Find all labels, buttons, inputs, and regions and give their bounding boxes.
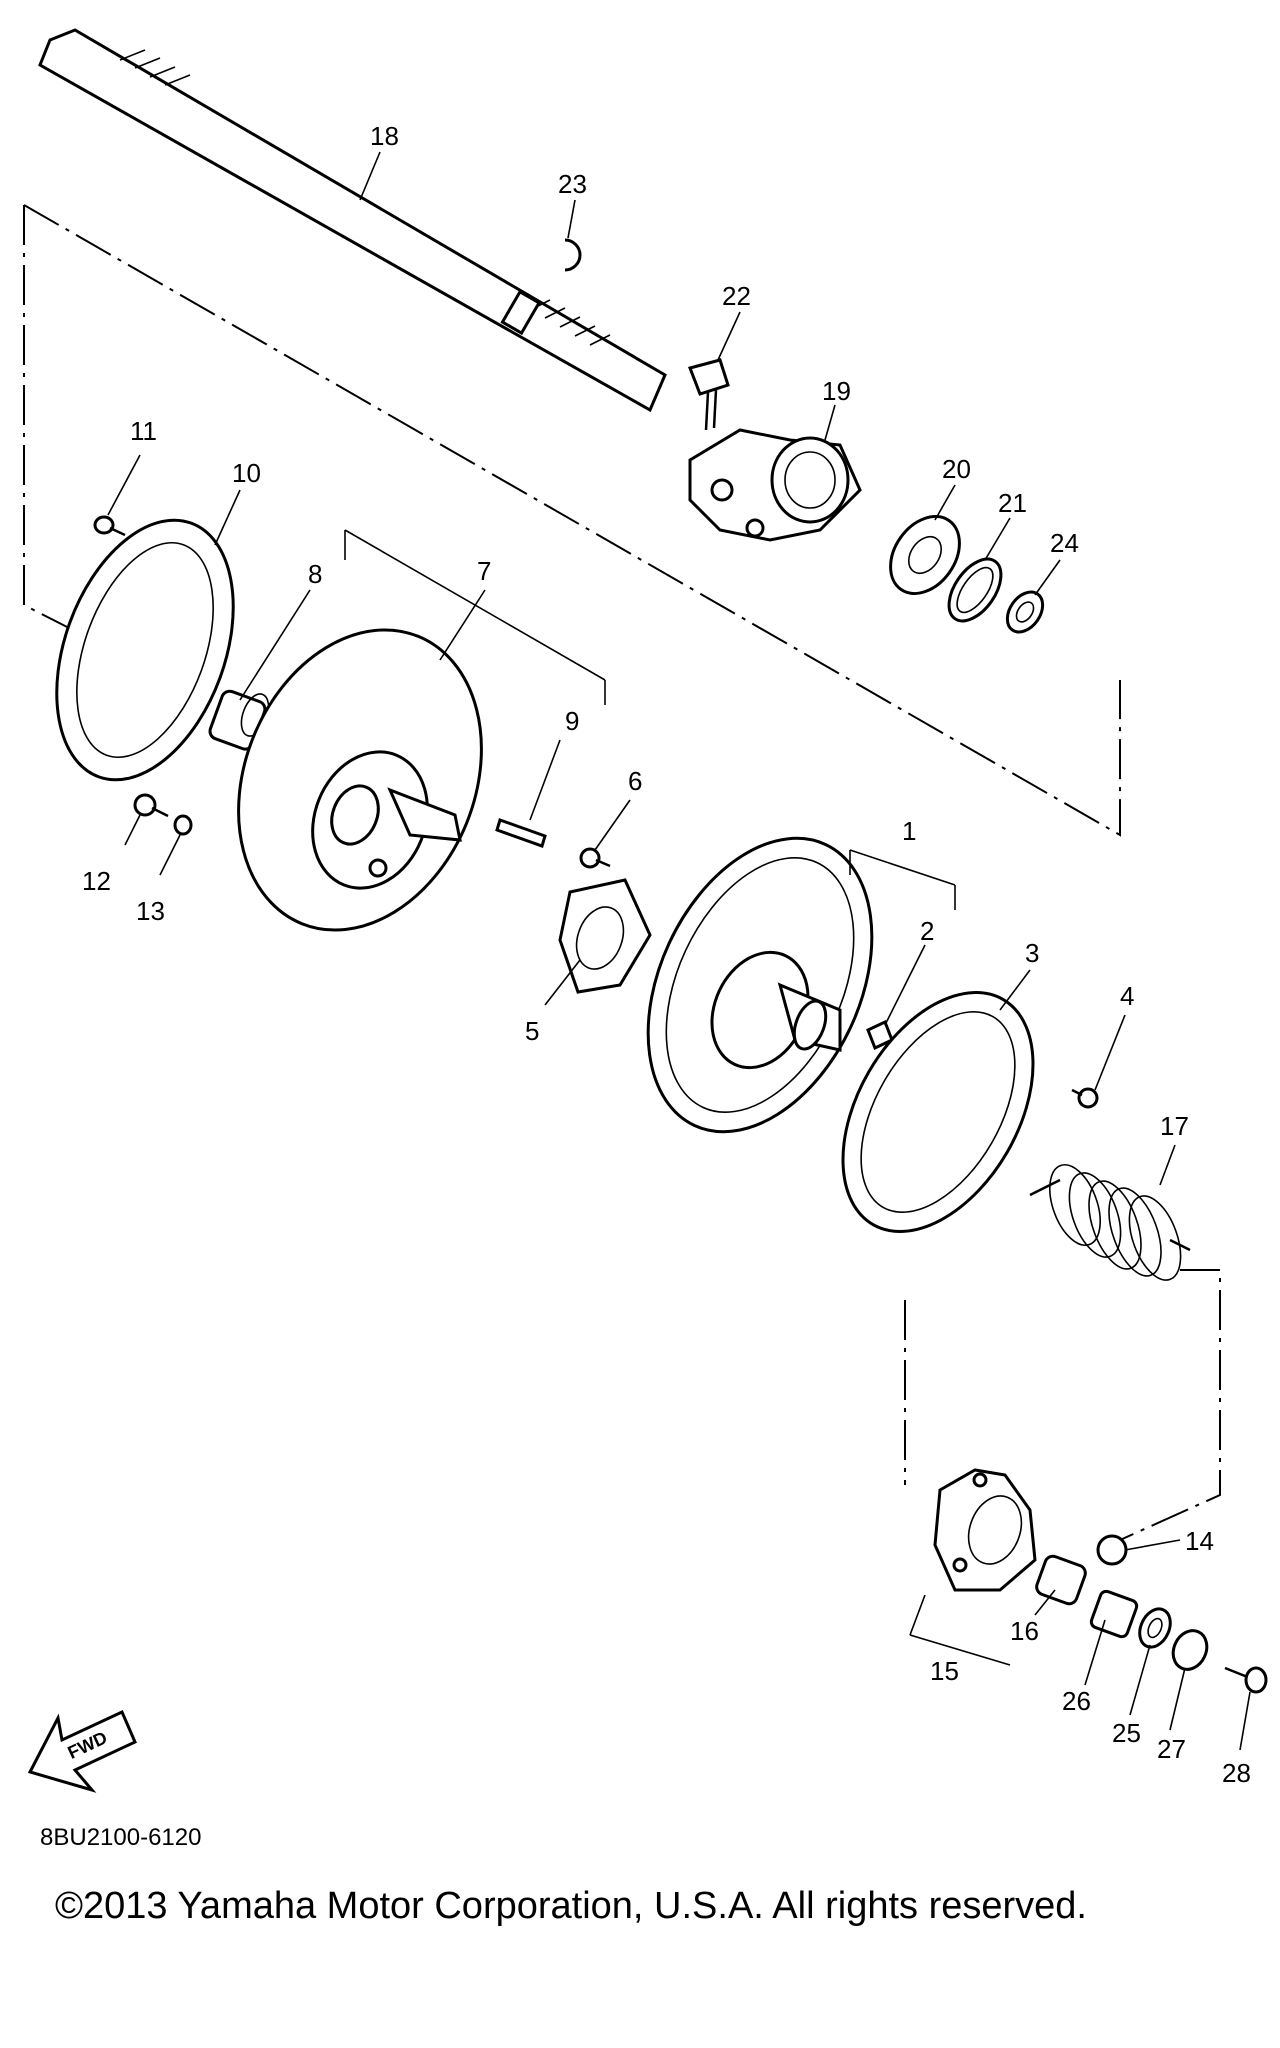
part-14-nut[interactable] bbox=[1096, 1534, 1128, 1566]
copyright-notice: ©2013 Yamaha Motor Corporation, U.S.A. A… bbox=[55, 1885, 1087, 1927]
callout-15: 15 bbox=[930, 1656, 959, 1686]
part-17-spring[interactable] bbox=[1029, 1158, 1191, 1287]
part-26-collar[interactable] bbox=[1089, 1589, 1139, 1639]
callout-6: 6 bbox=[628, 766, 642, 796]
part-21-circlip[interactable] bbox=[939, 550, 1012, 630]
part-19-bearing-housing[interactable] bbox=[688, 428, 862, 542]
part-18-shaft[interactable] bbox=[38, 28, 667, 413]
callout-10: 10 bbox=[232, 458, 261, 488]
part-11-bolt[interactable] bbox=[93, 515, 126, 537]
part-15-cover[interactable] bbox=[933, 1468, 1037, 1592]
part-16-bushing[interactable] bbox=[1034, 1554, 1087, 1606]
part-27-washer[interactable] bbox=[1167, 1625, 1213, 1675]
part-5-gasket[interactable] bbox=[558, 878, 652, 994]
diagram-code: 8BU2100-6120 bbox=[40, 1824, 201, 1851]
callout-26: 26 bbox=[1062, 1686, 1091, 1716]
callout-20: 20 bbox=[942, 454, 971, 484]
callout-22: 22 bbox=[722, 281, 751, 311]
part-10-plate[interactable] bbox=[24, 496, 267, 804]
callout-8: 8 bbox=[308, 559, 322, 589]
assembly-outline bbox=[23, 204, 1221, 1541]
part-8-bearing[interactable] bbox=[208, 689, 274, 751]
part-20-bearing[interactable] bbox=[876, 503, 973, 606]
part-25-washer[interactable] bbox=[1134, 1604, 1176, 1652]
callout-12: 12 bbox=[82, 866, 111, 896]
callout-23: 23 bbox=[558, 169, 587, 199]
part-22-bolt[interactable] bbox=[688, 358, 730, 431]
callout-16: 16 bbox=[1010, 1616, 1039, 1646]
leader-lines bbox=[107, 151, 1251, 1751]
callout-19: 19 bbox=[822, 376, 851, 406]
callout-3: 3 bbox=[1025, 938, 1039, 968]
callout-25: 25 bbox=[1112, 1718, 1141, 1748]
arrow-forward-icon: FWD bbox=[27, 1709, 137, 1793]
part-9-pin[interactable] bbox=[495, 818, 547, 848]
callout-4: 4 bbox=[1120, 981, 1134, 1011]
callout-5: 5 bbox=[525, 1016, 539, 1046]
part-3-plate[interactable] bbox=[804, 959, 1073, 1264]
part-28-bolt[interactable] bbox=[1224, 1666, 1268, 1694]
part-1-sheave[interactable] bbox=[604, 802, 916, 1167]
callout-labels: 18 23 22 19 20 21 24 11 10 8 7 9 6 12 13… bbox=[82, 121, 1251, 1788]
callout-24: 24 bbox=[1050, 528, 1079, 558]
callout-11: 11 bbox=[130, 416, 157, 446]
callout-2: 2 bbox=[920, 916, 934, 946]
part-7-sheave[interactable] bbox=[195, 593, 524, 967]
callout-18: 18 bbox=[370, 121, 399, 151]
callout-13: 13 bbox=[136, 896, 165, 926]
part-12-bolt[interactable] bbox=[133, 793, 169, 818]
part-24-washer[interactable] bbox=[1000, 585, 1050, 638]
callout-9: 9 bbox=[565, 706, 579, 736]
callout-7: 7 bbox=[477, 556, 491, 586]
callout-27: 27 bbox=[1157, 1734, 1186, 1764]
callout-14: 14 bbox=[1185, 1526, 1214, 1556]
callout-21: 21 bbox=[998, 488, 1027, 518]
part-23-circlip[interactable] bbox=[564, 238, 582, 272]
callout-28: 28 bbox=[1222, 1758, 1251, 1788]
part-4-bolt[interactable] bbox=[1071, 1087, 1099, 1109]
part-13-washer[interactable] bbox=[173, 814, 193, 836]
callout-17: 17 bbox=[1160, 1111, 1189, 1141]
callout-1: 1 bbox=[902, 816, 916, 846]
part-6-bolt[interactable] bbox=[579, 847, 611, 869]
